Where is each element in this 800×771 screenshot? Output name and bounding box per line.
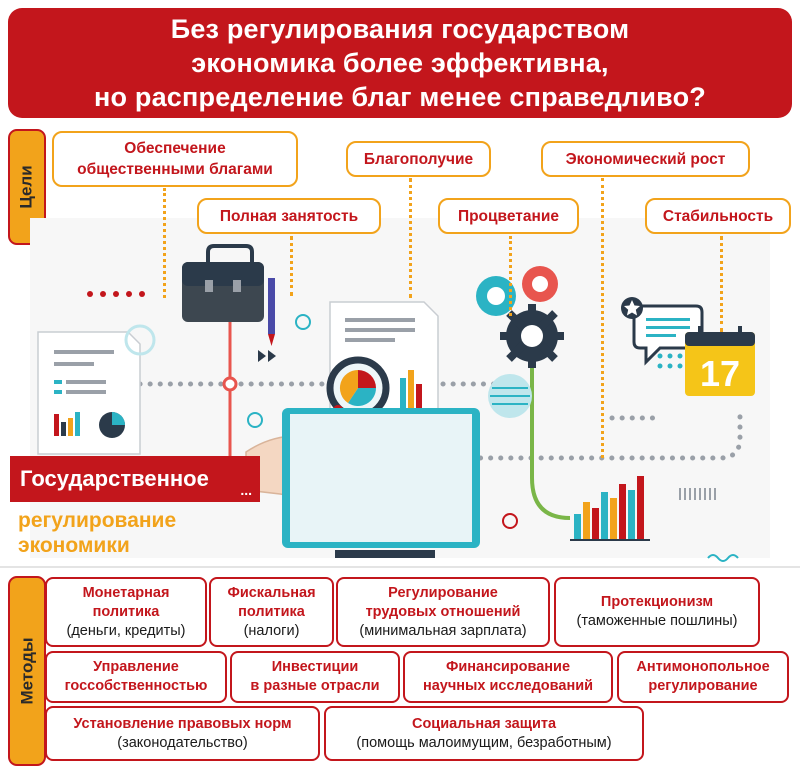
goal-text: общественными благами [77, 161, 273, 178]
method-fiscal: Фискальная политика (налоги) [209, 577, 334, 647]
bar-chart-icon [570, 476, 650, 541]
method-subtitle: (налоги) [243, 622, 300, 639]
state-regulation-title: Государственное [20, 466, 209, 491]
state-regulation-box: Государственное ... [10, 456, 260, 502]
method-title: Финансирование [445, 659, 571, 675]
wave-decor [707, 554, 739, 562]
state-regulation-dots: ... [240, 482, 252, 498]
connector-stability [720, 236, 723, 332]
document-left-icon [37, 331, 141, 455]
methods-label: Методы [17, 637, 36, 705]
method-legal-norms: Установление правовых норм (законодатель… [45, 706, 320, 761]
connector-growth [601, 178, 604, 458]
method-title: Протекционизм [600, 594, 714, 610]
subtitle-line: экономики [18, 534, 130, 557]
bars-decor [679, 488, 716, 500]
method-protectionism: Протекционизм (таможенные пошлины) [554, 577, 760, 647]
goal-text: Благополучие [363, 150, 474, 168]
goal-welfare: Благополучие [346, 141, 491, 177]
striped-circle-decor [488, 374, 532, 418]
method-title: госсобственностью [64, 678, 208, 694]
monitor-icon [282, 408, 480, 558]
method-title: Социальная защита [411, 715, 557, 732]
method-title: трудовых отношений [365, 603, 521, 620]
method-title: Монетарная [82, 584, 170, 601]
method-title: Установление правовых норм [73, 715, 292, 732]
title-line-3: но распределение благ менее справедливо? [94, 82, 706, 112]
section-divider [0, 566, 800, 568]
method-title: политика [238, 603, 305, 620]
method-title: в разные отрасли [250, 678, 380, 694]
teal-decor-dots [657, 353, 683, 369]
title-line-2: экономика более эффективна, [191, 48, 609, 78]
method-title: Фискальная [227, 584, 316, 601]
calendar-day: 17 [700, 353, 740, 394]
method-subtitle: (помощь малоимущим, безработным) [356, 734, 612, 751]
goal-text: Экономический рост [565, 150, 726, 168]
method-title: Управление [93, 659, 179, 675]
method-title: Антимонопольное [636, 659, 770, 675]
ring-decor [502, 513, 518, 529]
method-title: Регулирование [388, 584, 498, 601]
method-title: Инвестиции [271, 659, 359, 675]
method-subtitle: (деньги, кредиты) [66, 622, 186, 639]
ring-decor [247, 412, 263, 428]
method-subtitle: (минимальная зарплата) [359, 622, 527, 639]
goal-economic-growth: Экономический рост [541, 141, 750, 177]
goal-prosperity: Процветание [438, 198, 579, 234]
connector-full-employment [290, 236, 293, 296]
method-labor: Регулирование трудовых отношений (минима… [336, 577, 550, 647]
goal-text: Обеспечение [124, 140, 226, 157]
method-antimonopoly: Антимонопольное регулирование [617, 651, 789, 703]
method-subtitle: (таможенные пошлины) [576, 613, 738, 629]
method-research: Финансирование научных исследований [403, 651, 613, 703]
method-title: политика [92, 603, 160, 620]
method-monetary: Монетарная политика (деньги, кредиты) [45, 577, 207, 647]
subtitle-line: регулирование [18, 509, 177, 532]
goal-public-goods: Обеспечение общественными благами [52, 131, 298, 187]
title-banner: Без регулирования государством экономика… [8, 8, 792, 118]
method-investments: Инвестиции в разные отрасли [230, 651, 400, 703]
briefcase-icon [182, 244, 275, 468]
method-social: Социальная защита (помощь малоимущим, бе… [324, 706, 644, 761]
goals-tab: Цели [8, 129, 46, 245]
goal-text: Стабильность [662, 207, 774, 225]
state-regulation-subtitle: регулирование экономики [18, 508, 176, 558]
goal-full-employment: Полная занятость [197, 198, 381, 234]
method-subtitle: (законодательство) [117, 734, 248, 751]
ring-decor [295, 314, 311, 330]
gear-outline-decor [124, 324, 156, 356]
connector-welfare [409, 178, 412, 298]
methods-tab: Методы [8, 576, 46, 766]
method-title: научных исследований [422, 678, 594, 694]
red-decor-dots [87, 291, 145, 297]
goal-text: Процветание [457, 207, 560, 225]
connector-prosperity [509, 236, 512, 316]
gears-icon [476, 266, 571, 520]
method-state-property: Управление госсобственностью [45, 651, 227, 703]
goal-text: Полная занятость [219, 207, 359, 225]
title-line-1: Без регулирования государством [170, 14, 630, 44]
goal-stability: Стабильность [645, 198, 791, 234]
arrow-decor [258, 350, 276, 362]
method-title: регулирование [648, 678, 758, 694]
connector-public-goods [163, 188, 166, 298]
calendar-icon: 17 [685, 326, 755, 396]
